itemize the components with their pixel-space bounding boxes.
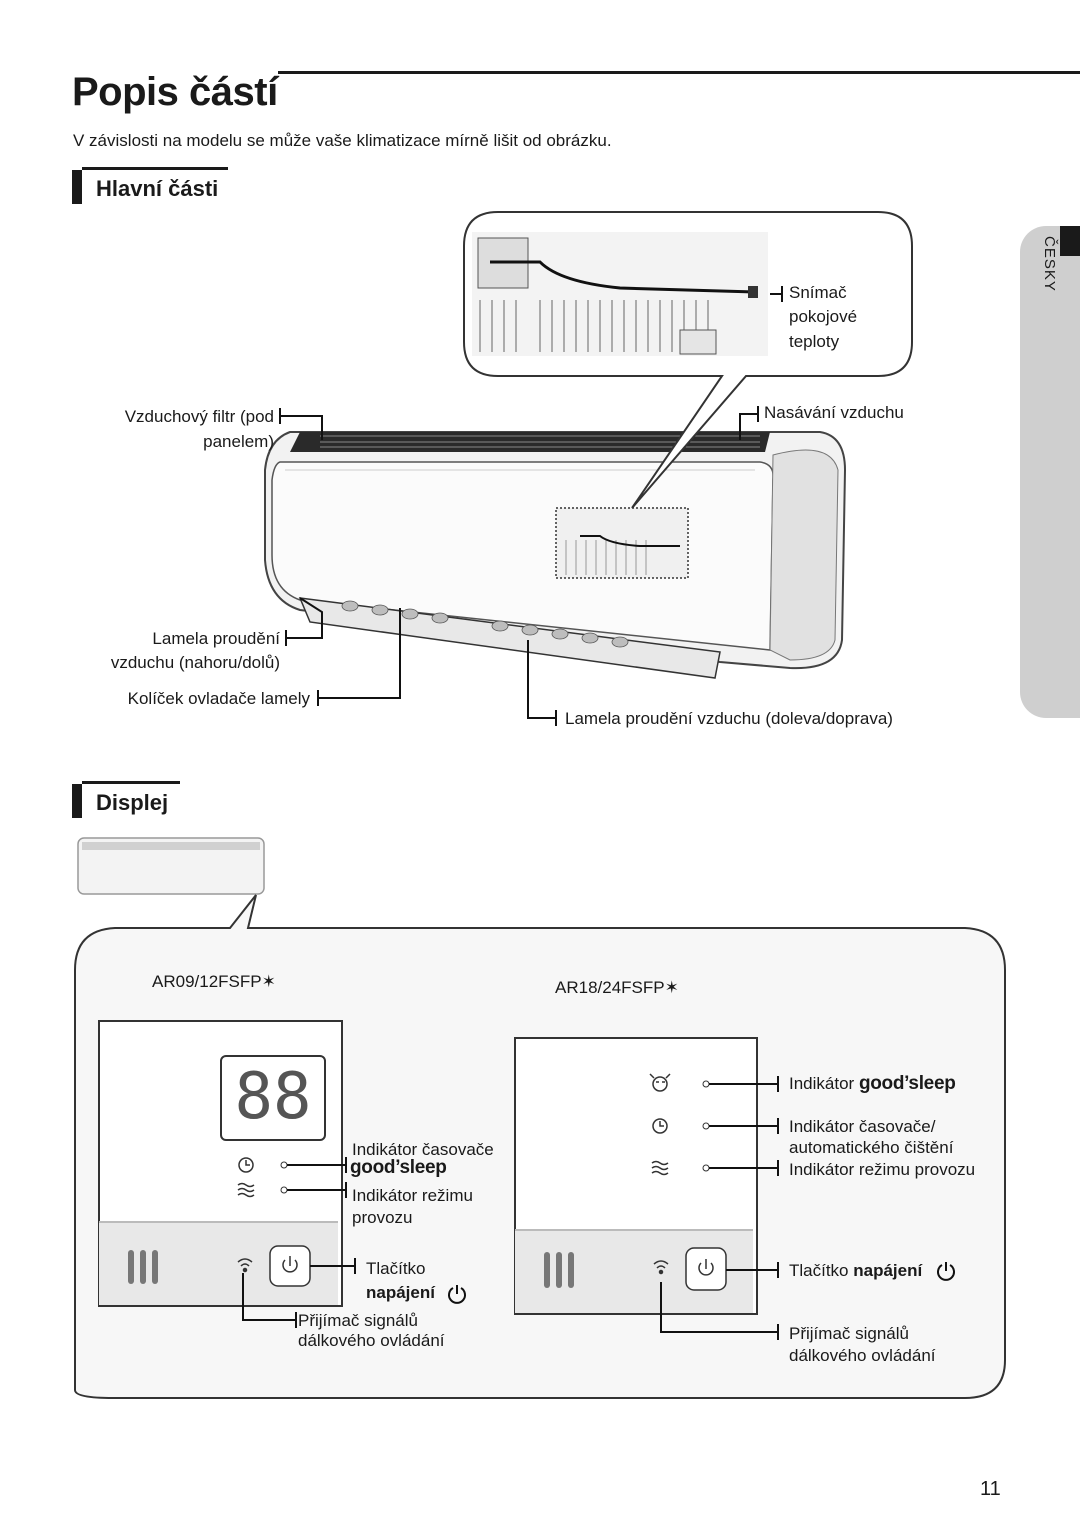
- section-rule: [82, 167, 228, 170]
- intro-text: V závislosti na modelu se může vaše klim…: [73, 131, 612, 150]
- left-label-goodsleep: good’sleep: [350, 1157, 447, 1178]
- left-display-icons: [128, 1157, 356, 1328]
- vent-slots: [544, 1252, 574, 1288]
- label-sensor-3: teploty: [789, 332, 840, 351]
- section-heading-display: Displej: [96, 790, 169, 815]
- clock-icon: [238, 1157, 254, 1173]
- model-right: AR18/24FSFP✶: [555, 978, 679, 997]
- power-icon: [282, 1256, 298, 1273]
- left-label-receiver-2: dálkového ovládání: [298, 1331, 445, 1350]
- seven-segment-display: 88: [220, 1055, 326, 1141]
- right-label-receiver-1: Přijímač signálů: [789, 1324, 909, 1343]
- right-label-mode: Indikátor režimu provozu: [789, 1160, 976, 1179]
- wave-mode-icon: [237, 1182, 255, 1198]
- page-number: 11: [980, 1478, 1001, 1500]
- left-label-timer: Indikátor časovače: [352, 1140, 494, 1159]
- clock-icon: [652, 1118, 668, 1134]
- right-label-receiver-2: dálkového ovládání: [789, 1346, 936, 1365]
- left-label-power-1: Tlačítko: [366, 1259, 426, 1278]
- label-vane-updown-1: Lamela proudění: [152, 629, 280, 648]
- left-label-mode-2: provozu: [352, 1208, 413, 1227]
- model-left: AR09/12FSFP✶: [152, 972, 276, 991]
- wifi-receiver-icon: [653, 1260, 669, 1275]
- section-heading-main-parts: Hlavní části: [96, 176, 219, 201]
- title-rule: [278, 71, 1080, 74]
- power-icon: [937, 1262, 955, 1281]
- language-tab: [1020, 226, 1080, 718]
- right-label-goodsleep: Indikátor good’sleep: [789, 1072, 956, 1096]
- section-rule: [82, 781, 180, 784]
- unit-thumbnail: [77, 837, 265, 895]
- label-filter-1: Vzduchový filtr (pod: [124, 407, 274, 426]
- right-label-power-prefix: Tlačítko: [789, 1261, 854, 1280]
- wave-mode-icon: [651, 1160, 669, 1176]
- right-label-timer-1: Indikátor časovače/: [789, 1117, 936, 1136]
- power-icon: [448, 1285, 466, 1304]
- right-label-goodsleep-brand: good’sleep: [858, 1073, 956, 1094]
- page-title: Popis částí: [72, 70, 278, 114]
- section-marker: [72, 784, 82, 818]
- language-tab-label: ČESKY: [1041, 236, 1058, 292]
- power-icon: [698, 1259, 714, 1276]
- left-label-receiver-1: Přijímač signálů: [298, 1311, 418, 1330]
- sleep-face-icon: [649, 1073, 671, 1092]
- label-sensor-2: pokojové: [789, 307, 858, 326]
- right-display-icons: [544, 1073, 779, 1340]
- label-vane-pin: Kolíček ovladače lamely: [127, 689, 310, 708]
- label-vane-leftright: Lamela proudění vzduchu (doleva/doprava): [565, 709, 893, 728]
- language-tab-marker: [1060, 226, 1080, 256]
- left-label-power-2: napájení: [366, 1283, 435, 1302]
- right-label-goodsleep-prefix: Indikátor: [789, 1074, 859, 1093]
- right-label-power: Tlačítko napájení: [789, 1259, 922, 1283]
- label-vane-updown-2: vzduchu (nahoru/dolů): [110, 653, 280, 672]
- left-label-mode-1: Indikátor režimu: [352, 1186, 473, 1205]
- right-label-timer-2: automatického čištění: [789, 1138, 954, 1157]
- wifi-receiver-icon: [237, 1258, 253, 1273]
- label-sensor-1: Snímač: [789, 283, 847, 302]
- section-marker: [72, 170, 82, 204]
- right-label-power-bold: napájení: [853, 1261, 923, 1280]
- label-air-intake: Nasávání vzduchu: [764, 403, 904, 422]
- air-conditioner-illustration: [264, 211, 913, 726]
- vent-slots: [128, 1250, 158, 1284]
- label-filter-2: panelem): [203, 432, 274, 451]
